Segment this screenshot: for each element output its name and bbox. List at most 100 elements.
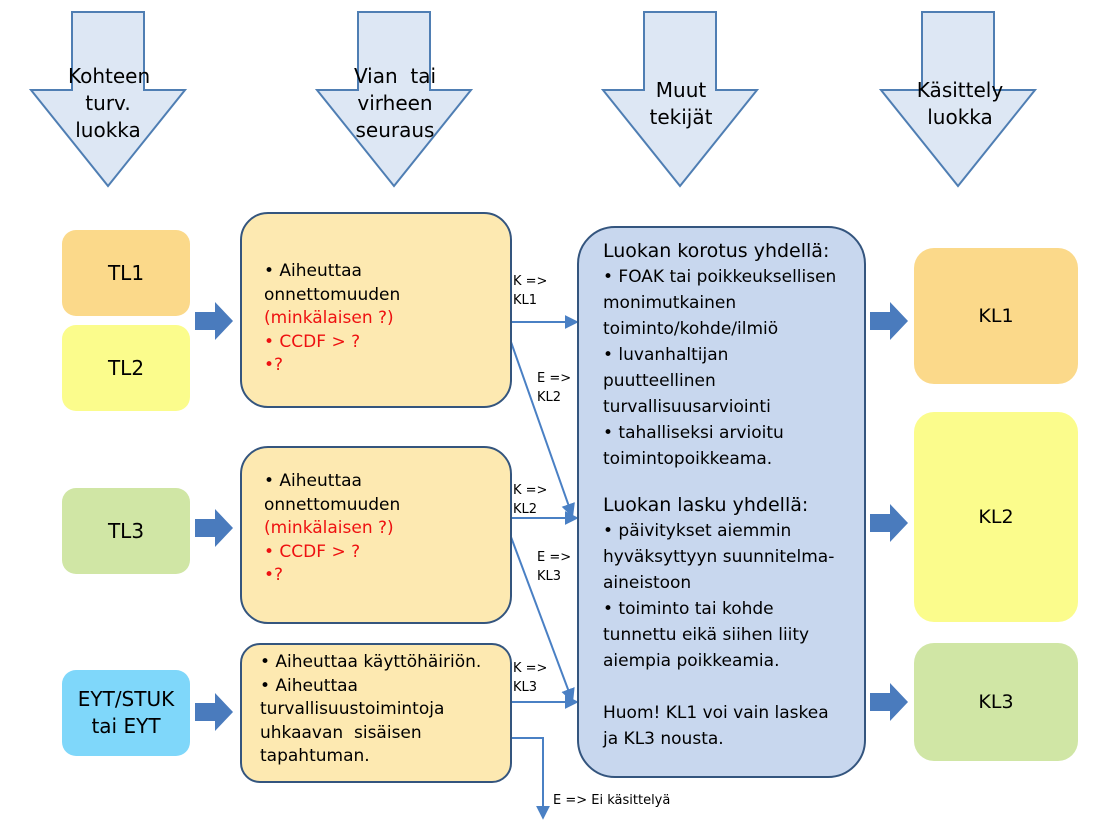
raise-item: • tahalliseksi arvioitu bbox=[603, 423, 784, 443]
connector-e-kl3 bbox=[510, 536, 575, 703]
connector-no-handling bbox=[511, 737, 550, 820]
tl1-box: TL1 bbox=[62, 230, 190, 316]
consequence-item: • Aiheuttaa bbox=[264, 471, 362, 491]
label-line: KL2 bbox=[513, 502, 538, 517]
consequence-item: tapahtuman. bbox=[260, 746, 370, 766]
block-arrow-kl2 bbox=[870, 504, 908, 542]
header-line: luokka bbox=[75, 118, 141, 142]
tl3-label: TL3 bbox=[107, 518, 145, 543]
kl3-label: KL3 bbox=[978, 691, 1014, 713]
block-arrow-kl3 bbox=[870, 683, 908, 721]
consequence-item: • CCDF > ? bbox=[264, 331, 361, 352]
header-line: virheen bbox=[357, 91, 433, 115]
eyt-box: EYT/STUK tai EYT bbox=[62, 670, 190, 756]
label-line: E => Ei käsittelyä bbox=[553, 793, 671, 808]
eyt-label-line: EYT/STUK bbox=[77, 687, 175, 711]
label-line: KL2 bbox=[537, 390, 562, 405]
header-line: Muut bbox=[655, 78, 707, 102]
raise-item: toimintopoikkeama. bbox=[603, 449, 773, 469]
raise-item: puutteellinen bbox=[603, 371, 716, 391]
label-line: E => bbox=[537, 550, 572, 565]
consequence-box-3: • Aiheuttaa käyttöhäiriön. • Aiheuttaa t… bbox=[240, 643, 512, 783]
header-arrow-3 bbox=[600, 11, 760, 188]
consequence-box-1: • Aiheuttaa onnettomuuden (minkälaisen ?… bbox=[240, 212, 512, 408]
header-line: luokka bbox=[927, 105, 993, 129]
raise-item: • FOAK tai poikkeuksellisen bbox=[603, 267, 837, 287]
consequence-item: turvallisuustoimintoja bbox=[260, 699, 445, 719]
label-k-kl2: K => KL2 bbox=[513, 481, 547, 519]
lower-item: • toiminto tai kohde bbox=[603, 599, 774, 619]
consequence-item: • CCDF > ? bbox=[264, 541, 361, 562]
eyt-label-line: tai EYT bbox=[91, 714, 161, 738]
header-line: Käsittely bbox=[916, 78, 1004, 102]
raise-item: • luvanhaltijan bbox=[603, 345, 729, 365]
consequence-item: (minkälaisen ?) bbox=[264, 518, 394, 538]
note-line: ja KL3 nousta. bbox=[603, 729, 724, 749]
lower-item: aiempia poikkeamia. bbox=[603, 651, 780, 671]
kl2-box: KL2 bbox=[914, 412, 1078, 622]
lower-item: • päivitykset aiemmin bbox=[603, 521, 792, 541]
consequence-item: onnettomuuden bbox=[264, 284, 401, 305]
tl3-box: TL3 bbox=[62, 488, 190, 574]
header-arrow-4 bbox=[878, 11, 1038, 188]
label-k-kl3: K => KL3 bbox=[513, 659, 547, 697]
consequence-item: • Aiheuttaa käyttöhäiriön. bbox=[260, 652, 482, 672]
tl2-label: TL2 bbox=[107, 355, 145, 380]
lower-item: aineistoon bbox=[603, 573, 692, 593]
consequence-item: onnettomuuden bbox=[264, 494, 401, 515]
label-line: KL3 bbox=[513, 680, 538, 695]
raise-list: • FOAK tai poikkeuksellisen monimutkaine… bbox=[603, 264, 842, 472]
label-line: K => bbox=[513, 661, 548, 676]
header-line: Kohteen bbox=[68, 64, 151, 88]
consequence-item: uhkaavan sisäisen bbox=[260, 722, 422, 743]
block-arrow-tl bbox=[195, 302, 233, 340]
block-arrow-eyt bbox=[195, 693, 233, 731]
raise-item: toiminto/kohde/ilmiö bbox=[603, 319, 779, 339]
lower-list: • päivitykset aiemmin hyväksyttyyn suunn… bbox=[603, 518, 842, 674]
header-line: tekijät bbox=[649, 105, 713, 129]
header-arrow-1 bbox=[28, 11, 188, 188]
kl2-label: KL2 bbox=[978, 506, 1014, 528]
kl1-label: KL1 bbox=[978, 305, 1014, 327]
consequence-item: •? bbox=[264, 565, 284, 585]
label-line: K => bbox=[513, 274, 548, 289]
lower-title: Luokan lasku yhdellä: bbox=[603, 494, 809, 516]
label-line: KL1 bbox=[513, 293, 538, 308]
consequence-item: • Aiheuttaa bbox=[264, 261, 362, 281]
header-line: seuraus bbox=[355, 118, 435, 142]
header-line: turv. bbox=[85, 91, 131, 115]
lower-item: hyväksyttyyn suunnitelma- bbox=[603, 547, 835, 567]
label-no-handling: E => Ei käsittelyä bbox=[553, 791, 670, 810]
consequence-item: • Aiheuttaa bbox=[260, 675, 358, 696]
header-other-factors: Muut tekijät bbox=[636, 77, 726, 131]
raise-title: Luokan korotus yhdellä: bbox=[603, 240, 830, 262]
tl1-label: TL1 bbox=[107, 260, 145, 285]
header-target-class: Kohteen turv. luokka bbox=[68, 63, 151, 144]
label-line: KL3 bbox=[537, 569, 562, 584]
block-arrow-kl1 bbox=[870, 302, 908, 340]
raise-item: turvallisuusarviointi bbox=[603, 397, 771, 417]
factors-note: Huom! KL1 voi vain laskea ja KL3 nousta. bbox=[603, 700, 842, 752]
other-factors-box: Luokan korotus yhdellä: • FOAK tai poikk… bbox=[577, 226, 866, 778]
header-line: Vian tai bbox=[353, 64, 437, 88]
consequence-box-2: • Aiheuttaa onnettomuuden (minkälaisen ?… bbox=[240, 446, 512, 624]
label-e-kl2: E => KL2 bbox=[537, 369, 571, 407]
tl2-box: TL2 bbox=[62, 325, 190, 411]
lower-item: tunnettu eikä siihen liity bbox=[603, 625, 810, 645]
note-line: Huom! KL1 voi vain laskea bbox=[603, 703, 829, 723]
connector-e-kl2 bbox=[510, 341, 575, 518]
label-k-kl1: K => KL1 bbox=[513, 272, 547, 310]
label-line: E => bbox=[537, 371, 572, 386]
header-arrow-2 bbox=[314, 11, 474, 188]
block-arrow-tl3 bbox=[195, 509, 233, 547]
kl3-box: KL3 bbox=[914, 643, 1078, 761]
kl1-box: KL1 bbox=[914, 248, 1078, 384]
consequence-item: •? bbox=[264, 355, 284, 375]
consequence-item: (minkälaisen ?) bbox=[264, 308, 394, 328]
header-consequence: Vian tai virheen seuraus bbox=[350, 63, 440, 144]
label-line: K => bbox=[513, 483, 548, 498]
label-e-kl3: E => KL3 bbox=[537, 548, 571, 586]
raise-item: monimutkainen bbox=[603, 293, 737, 313]
header-handling-class: Käsittely luokka bbox=[910, 77, 1010, 131]
